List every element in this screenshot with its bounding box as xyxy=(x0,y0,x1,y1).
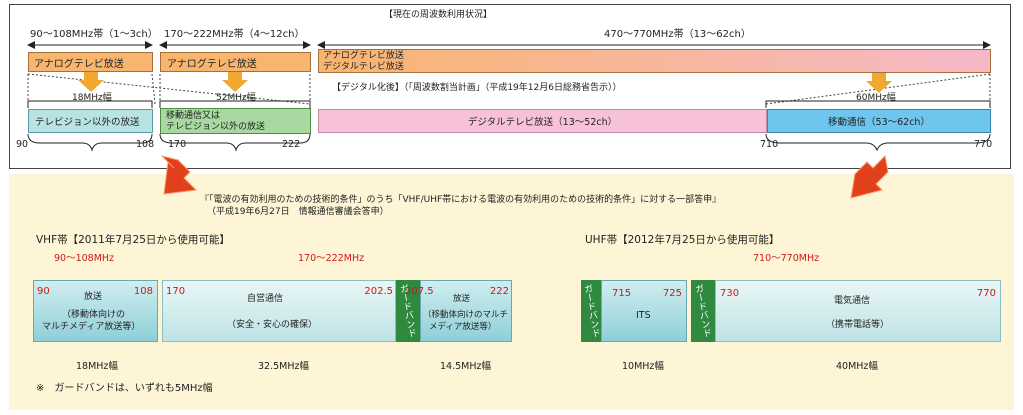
uhf-guard-label-2: ガードバンド xyxy=(692,283,712,339)
analog-tv-band-90: アナログテレビ放送 xyxy=(28,52,153,72)
vhf-start-170: 170 xyxy=(166,286,186,297)
down-arrow-icon xyxy=(866,73,892,93)
vhf-broadcast-block-207: 207.5 222 放送 （移動体向けのマルチ メディア放送等） xyxy=(405,280,512,342)
vhf-end-108: 108 xyxy=(133,286,153,297)
vhf-end-222: 222 xyxy=(489,286,509,297)
vhf-range-90-108: 90～108MHz xyxy=(54,253,115,264)
uhf-end-770: 770 xyxy=(976,288,996,299)
analog-digital-tv-band-470: アナログテレビ放送 デジタルテレビ放送 xyxy=(318,49,991,73)
vhf-b1-line1: 放送 xyxy=(84,292,103,302)
vhf-b2-line1: 自営通信 xyxy=(247,294,284,304)
uhf-guard-label-1: ガードバンド xyxy=(581,283,601,339)
down-arrow-icon xyxy=(78,72,104,92)
uhf-its-block: 715 725 ITS xyxy=(601,280,687,342)
digital-tv-block: デジタルテレビ放送（13～52ch） xyxy=(318,109,767,133)
tick-222: 222 xyxy=(282,139,301,150)
band-label-170-222: 170～222MHz帯（4～12ch） xyxy=(164,29,305,40)
tick-170: 170 xyxy=(168,139,187,150)
vhf-start-90: 90 xyxy=(37,286,50,297)
after-digitization-title: 【デジタル化後】（「周波数割当計画」（平成19年12月6日総務省告示）） xyxy=(332,83,622,93)
report-line1: 『「電波の有効利用のための技術的条件」のうち「VHF/UHF帯における電波の有効… xyxy=(200,195,722,205)
uhf-start-715: 715 xyxy=(612,288,632,299)
down-arrow-icon xyxy=(222,72,248,92)
vhf-width-18: 18MHz幅 xyxy=(76,361,118,372)
vhf-b1-line2: （移動体向けの xyxy=(62,310,126,320)
non-tv-broadcast-block: テレビジョン以外の放送 xyxy=(28,109,153,133)
uhf-width-10: 10MHz幅 xyxy=(622,361,664,372)
width-60mhz: 60MHz幅 xyxy=(856,93,896,103)
width-52mhz: 52MHz幅 xyxy=(216,93,256,103)
uhf-end-725: 725 xyxy=(662,288,682,299)
vhf-b3-line1: 放送 xyxy=(453,294,471,304)
uhf-telecom-block: 730 770 電気通信 （携帯電話等） xyxy=(715,280,1001,342)
vhf-width-14-5: 14.5MHz幅 xyxy=(440,361,491,372)
tick-770: 770 xyxy=(974,139,993,150)
vhf-b3-line2: （移動体向けのマルチ xyxy=(423,310,509,320)
big-down-arrow-icon xyxy=(160,155,198,195)
report-line2: （平成19年6月27日 情報通信審議会答申） xyxy=(207,207,389,217)
uhf-tel-line2: （携帯電話等） xyxy=(826,320,890,330)
band-label-90-108: 90～108MHz帯（1～3ch） xyxy=(30,29,158,40)
mobile-or-line1: 移動通信又は xyxy=(166,111,221,121)
vhf-broadcast-block-90: 90 108 放送 （移動体向けの マルチメディア放送等） xyxy=(33,280,158,342)
mobile-or-broadcast-block: 移動通信又は テレビジョン以外の放送 xyxy=(160,108,311,134)
vhf-end-202-5: 202.5 xyxy=(364,286,393,297)
uhf-tel-line1: 電気通信 xyxy=(834,296,871,306)
digital-tv-label: デジタルテレビ放送 xyxy=(323,62,404,72)
vhf-width-32-5: 32.5MHz幅 xyxy=(258,361,309,372)
uhf-guard-band-2: ガードバンド xyxy=(691,280,715,342)
tick-90: 90 xyxy=(16,139,29,150)
uhf-its-label: ITS xyxy=(636,310,651,321)
uhf-title: UHF帯【2012年7月25日から使用可能】 xyxy=(585,234,780,246)
band-label-470-770: 470～770MHz帯（13～62ch） xyxy=(604,29,751,40)
uhf-range-710-770: 710～770MHz xyxy=(753,253,820,264)
vhf-b3-line3: メディア放送等） xyxy=(429,322,497,332)
vhf-range-170-222: 170～222MHz xyxy=(298,253,365,264)
vhf-b2-line2: （安全・安心の確保） xyxy=(227,320,318,330)
current-usage-title: 【現在の周波数利用状況】 xyxy=(384,10,493,20)
vhf-title: VHF帯【2011年7月25日から使用可能】 xyxy=(36,234,230,246)
tick-108: 108 xyxy=(136,139,155,150)
uhf-guard-band-1: ガードバンド xyxy=(581,280,601,342)
big-down-arrow-icon xyxy=(850,154,889,199)
vhf-start-207-5: 207.5 xyxy=(405,286,434,297)
analog-tv-band-170: アナログテレビ放送 xyxy=(160,52,311,72)
vhf-b1-line3: マルチメディア放送等） xyxy=(42,322,141,332)
uhf-width-40: 40MHz幅 xyxy=(836,361,878,372)
mobile-or-line2: テレビジョン以外の放送 xyxy=(166,122,266,132)
analog-tv-label: アナログテレビ放送 xyxy=(323,51,404,61)
tick-710: 710 xyxy=(760,139,779,150)
guard-band-note: ※ ガードバンドは、いずれも5MHz幅 xyxy=(36,383,213,394)
mobile-comm-block: 移動通信（53～62ch） xyxy=(767,109,991,133)
width-18mhz: 18MHz幅 xyxy=(72,93,112,103)
vhf-private-comm-block: 170 202.5 自営通信 （安全・安心の確保） xyxy=(162,280,396,342)
current-usage-panel xyxy=(9,4,1011,169)
vhf-guard-band: ガードバンド xyxy=(396,280,420,342)
uhf-start-730: 730 xyxy=(720,288,740,299)
